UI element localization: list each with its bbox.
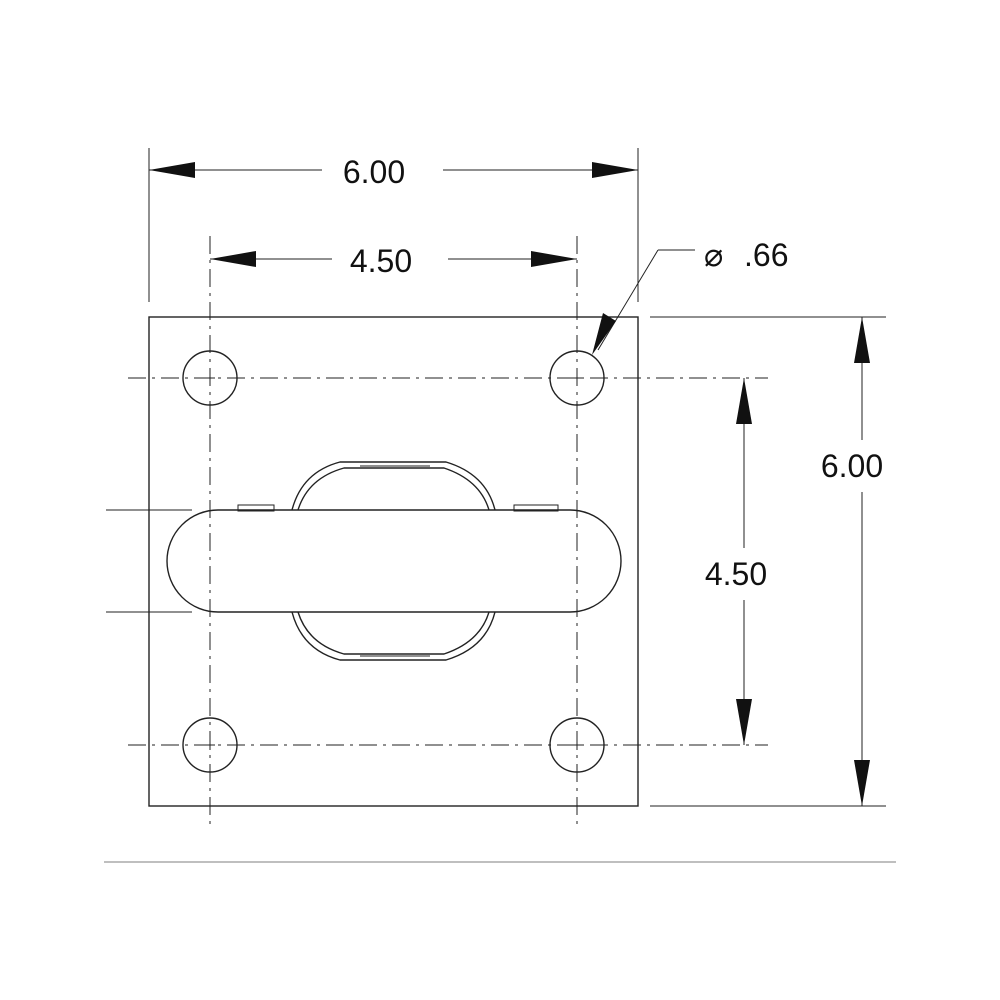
hole-diameter-label: .66 [744, 237, 788, 273]
hole-spacing-horizontal-label: 4.50 [350, 243, 412, 279]
plate-outline [148, 316, 639, 807]
dimension-hole-spacing-horizontal: 4.50 [210, 243, 577, 279]
dimension-hole-spacing-vertical: 4.50 [705, 378, 767, 745]
hole-top-left [182, 350, 238, 406]
hole-diameter-callout: ⌀ .66 [592, 237, 788, 355]
dimension-plate-height: 6.00 [650, 316, 886, 807]
mounting-holes [182, 350, 605, 773]
handle-bar [166, 509, 622, 613]
hole-top-right [549, 350, 605, 406]
hole-spacing-vertical-label: 4.50 [705, 556, 767, 592]
hole-bottom-left [182, 717, 238, 773]
diameter-symbol: ⌀ [704, 237, 723, 273]
center-lines [128, 236, 768, 830]
central-boss [237, 461, 559, 661]
plate-width-label: 6.00 [343, 154, 405, 190]
dimension-plate-width: 6.00 [148, 148, 639, 302]
plate-height-label: 6.00 [821, 448, 883, 484]
hole-bottom-right [549, 717, 605, 773]
